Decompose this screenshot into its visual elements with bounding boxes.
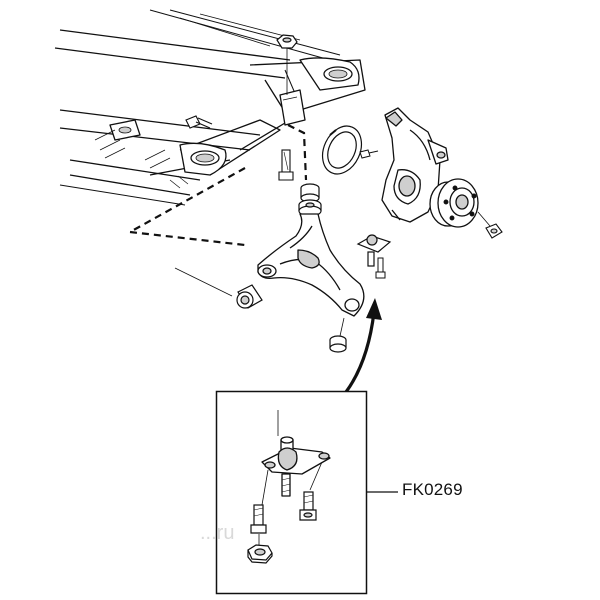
lower-control-arm (257, 213, 365, 317)
dashed-guides (129, 124, 308, 247)
hub-bolt (485, 223, 503, 239)
knuckle-bolt (359, 149, 379, 159)
ball-joint-detail (261, 436, 331, 497)
detail-guide-right (309, 461, 323, 491)
ball-joint (356, 234, 392, 267)
detail-bolt-right (299, 491, 317, 521)
rear-bushing (236, 284, 263, 309)
abs-ring (321, 125, 363, 175)
ball-joint-bolt (375, 257, 386, 279)
callout-arrow (344, 298, 382, 393)
guide-line-2 (339, 317, 345, 337)
bushing-stack (298, 183, 322, 217)
detail-nut (247, 544, 273, 564)
subframe-bolt (185, 115, 213, 129)
steering-knuckle (381, 107, 449, 223)
wheel-hub (429, 178, 479, 228)
detail-guide-left (261, 469, 269, 506)
hub-guide (477, 211, 491, 227)
subframe (54, 9, 366, 206)
vertical-bolt (278, 149, 294, 181)
guide-line (174, 267, 233, 297)
detail-bolt-left (250, 504, 267, 534)
front-bushing-cap (329, 335, 347, 353)
top-nut (276, 34, 298, 49)
part-number-label: FK0269 (402, 480, 463, 499)
watermark: ...ru (200, 522, 235, 544)
detail-box (215, 390, 368, 595)
